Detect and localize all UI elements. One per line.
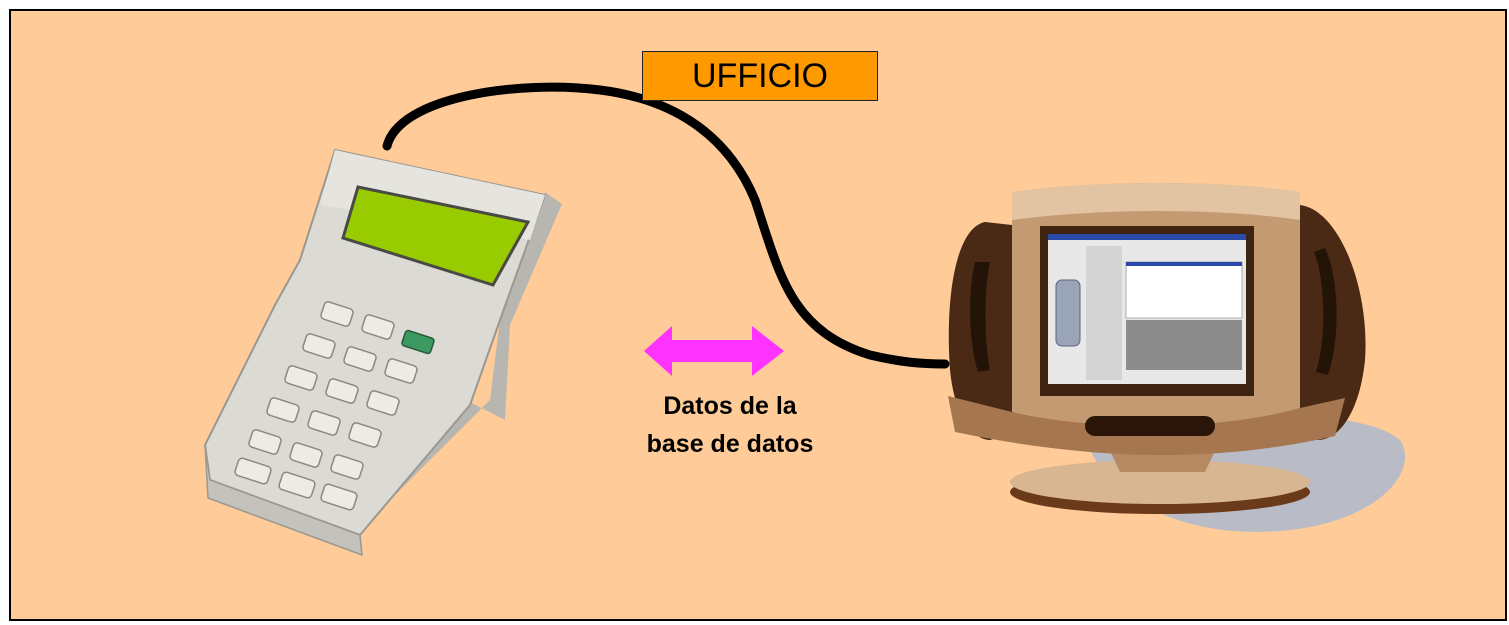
- connection-cable: [382, 82, 950, 369]
- double-arrow-icon: [644, 326, 784, 376]
- computer-monitor-icon: [948, 183, 1406, 532]
- data-caption: Datos de la base de datos: [600, 387, 860, 463]
- office-label: UFFICIO: [642, 51, 878, 101]
- data-caption-line2: base de datos: [646, 430, 814, 458]
- data-caption-line1: Datos de la: [663, 392, 797, 420]
- handheld-terminal-icon: [203, 148, 562, 557]
